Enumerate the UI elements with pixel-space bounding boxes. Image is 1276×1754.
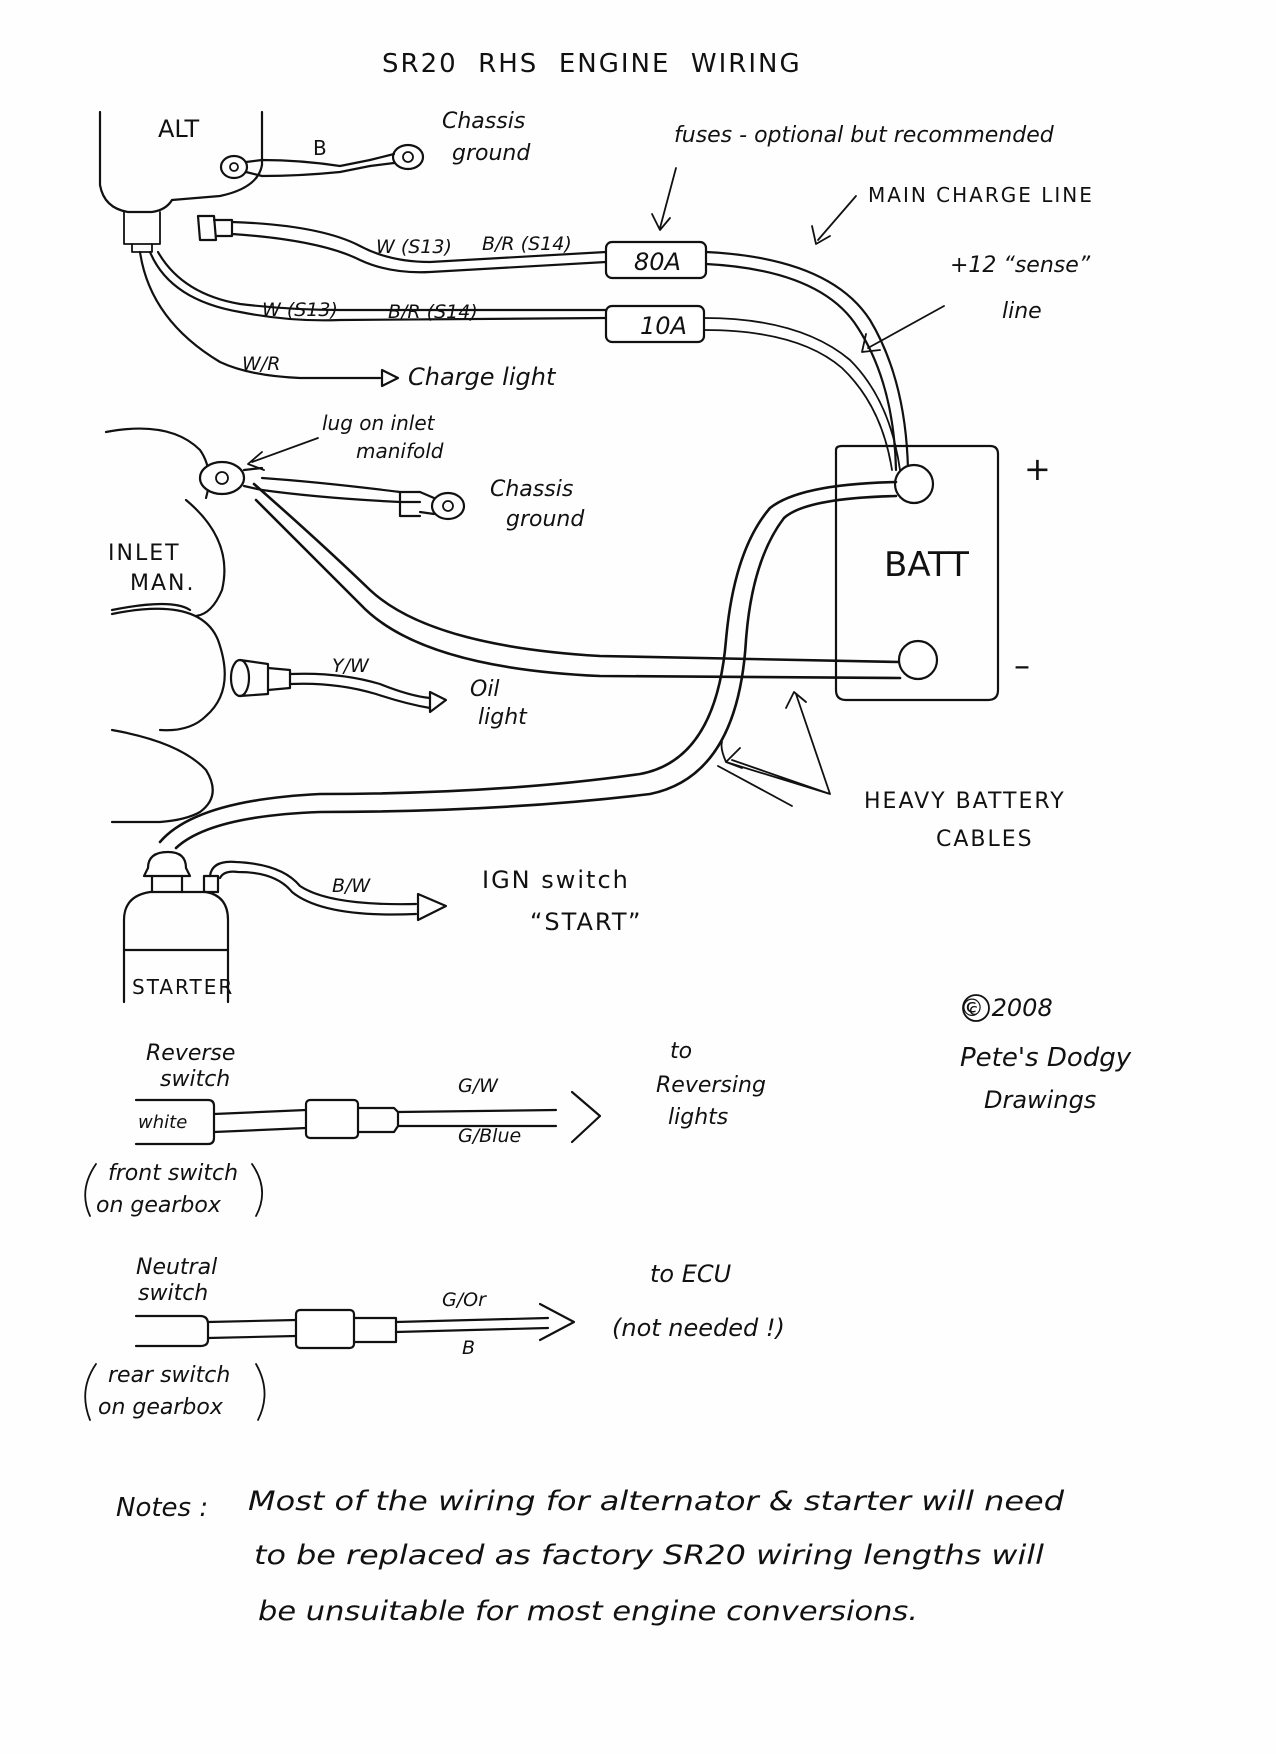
neutral-switch — [134, 1302, 576, 1350]
diagram-title: SR20 RHS ENGINE WIRING — [382, 49, 802, 79]
fuses-note-arrow — [651, 167, 677, 231]
manifold-lug — [198, 460, 264, 496]
notes-label: Notes : — [116, 1493, 208, 1523]
starter-label: STARTER — [132, 975, 234, 999]
sense-br-label: B/R (S14) — [388, 301, 478, 323]
alt-b-terminal — [196, 214, 234, 242]
rear-switch-label-2: on gearbox — [98, 1395, 224, 1420]
heavy-cable-arrows — [717, 691, 831, 807]
fuse-80a: 80A — [604, 240, 708, 280]
notes-line-1: Most of the wiring for alternator & star… — [248, 1486, 1065, 1517]
reverse-switch-label-2: switch — [160, 1067, 230, 1092]
sense-w-label: W (S13) — [262, 299, 338, 321]
neutral-bottom-wire-label: B — [462, 1337, 475, 1359]
front-switch-bracket — [84, 1163, 263, 1217]
battery-label: BATT — [884, 545, 969, 585]
inlet-manifold-label-1: INLET — [108, 541, 181, 566]
reverse-top-wire-label: G/W — [458, 1075, 499, 1097]
copyright-line-2: Pete's Dodgy — [960, 1043, 1132, 1073]
chassis-ground-label-2b: ground — [506, 507, 585, 532]
copyright-c-mark: c — [969, 1000, 978, 1019]
neutral-top-wire-label: G/Or — [442, 1289, 487, 1311]
reverse-bottom-wire-label: G/Blue — [458, 1125, 521, 1147]
neutral-switch-label-1: Neutral — [136, 1255, 217, 1280]
to-ecu-label-1: to ECU — [650, 1260, 732, 1288]
sense-line-to-batt — [703, 317, 901, 471]
fuse-10a: 10A — [604, 304, 706, 344]
lug-arrow — [247, 437, 319, 471]
starter: STARTER — [122, 850, 234, 1004]
fuse-10a-label: 10A — [640, 312, 687, 340]
neutral-switch-label-2: switch — [138, 1281, 208, 1306]
chassis-ground-label-2a: Chassis — [490, 477, 573, 502]
sense-wire — [148, 250, 608, 322]
copyright-line-3: Drawings — [984, 1086, 1096, 1114]
reverse-switch: white — [134, 1090, 602, 1146]
positive-battery-cable — [158, 480, 898, 850]
copyright-block: c — [962, 994, 990, 1022]
fuse-80a-label: 80A — [634, 248, 681, 276]
reverse-plug-label: white — [138, 1112, 187, 1133]
battery: BATT + – — [834, 444, 1051, 702]
front-switch-label-2: on gearbox — [96, 1193, 222, 1218]
chassis-ground-label-1b: ground — [452, 141, 531, 166]
main-charge-wire — [230, 220, 608, 274]
sense-line-label-1: +12 “sense” — [950, 253, 1091, 278]
alt-ground-strap: B — [219, 136, 425, 180]
to-reversing-label-2: Reversing — [656, 1073, 766, 1098]
start-wire — [208, 860, 448, 922]
front-switch-label-1: front switch — [108, 1161, 238, 1186]
main-charge-line-arrow — [811, 195, 857, 245]
ign-switch-label-1: IGN switch — [482, 866, 630, 894]
sense-line-arrow — [861, 305, 945, 353]
notes-line-3: be unsuitable for most engine conversion… — [258, 1596, 918, 1627]
inlet-manifold-label-2: MAN. — [130, 571, 195, 596]
manifold-ground-strap — [260, 476, 466, 521]
main-charge-line-label: MAIN CHARGE LINE — [868, 183, 1094, 207]
charge-light-wire-label: W/R — [242, 353, 280, 375]
sense-line-label-2: line — [1002, 299, 1042, 324]
main-br-label: B/R (S14) — [482, 233, 572, 255]
alt-ground-wire-label: B — [313, 136, 327, 160]
charge-light-label: Charge light — [408, 363, 557, 391]
copyright-line-1: © 2008 — [960, 994, 1053, 1022]
notes-line-2: to be replaced as factory SR20 wiring le… — [254, 1540, 1045, 1571]
to-reversing-label-3: lights — [668, 1105, 728, 1130]
start-wire-label: B/W — [332, 875, 371, 897]
oil-light-label-2: light — [478, 705, 528, 730]
alternator-label: ALT — [158, 115, 199, 143]
oil-light-wire-label: Y/W — [332, 655, 370, 677]
negative-battery-cable — [252, 482, 902, 680]
heavy-cables-label-2: CABLES — [936, 827, 1034, 852]
to-ecu-label-2: (not needed !) — [612, 1314, 785, 1342]
battery-positive-label: + — [1024, 450, 1051, 488]
charge-light-wire — [138, 250, 400, 388]
oil-pressure-switch — [229, 658, 448, 714]
main-w-label: W (S13) — [376, 236, 452, 258]
lug-label-1: lug on inlet — [322, 411, 436, 435]
rear-switch-bracket — [84, 1363, 266, 1421]
lug-label-2: manifold — [356, 439, 444, 463]
reverse-switch-label-1: Reverse — [146, 1041, 235, 1066]
chassis-ground-label-1a: Chassis — [442, 109, 525, 134]
alternator: ALT — [98, 110, 264, 253]
fuses-note: fuses - optional but recommended — [674, 123, 1055, 148]
main-charge-line-to-batt — [704, 250, 910, 472]
to-reversing-label-1: to — [670, 1039, 692, 1064]
ign-switch-label-2: “START” — [530, 908, 642, 936]
rear-switch-label-1: rear switch — [108, 1363, 230, 1388]
heavy-cables-label-1: HEAVY BATTERY — [864, 789, 1066, 814]
battery-negative-label: – — [1014, 646, 1030, 684]
oil-light-label-1: Oil — [470, 677, 500, 702]
